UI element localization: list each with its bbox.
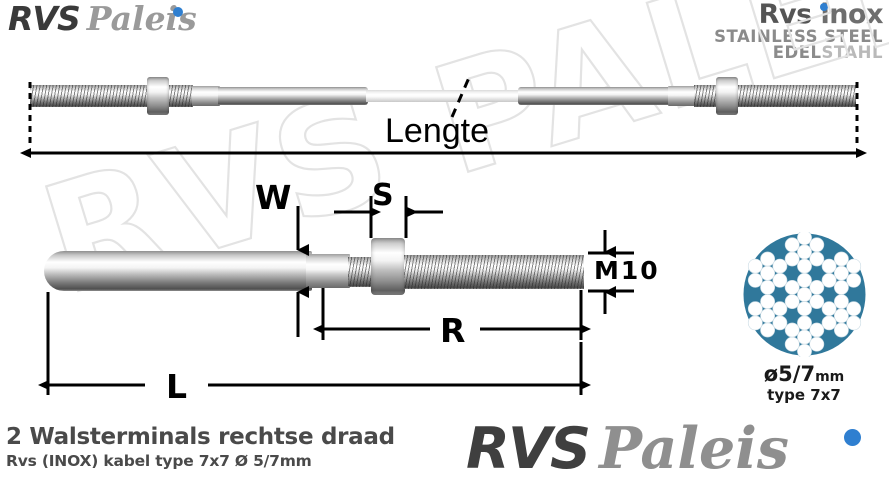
assembly-left-terminal-body — [218, 87, 368, 105]
logo-inox-rvs: Rvs — [758, 0, 812, 30]
assembly-left-thread — [30, 85, 147, 107]
product-subtitle: Rvs (INOX) kabel type 7x7 Ø 5/7mm — [6, 452, 312, 470]
logo-inox-inox: inox — [820, 0, 884, 30]
detail-thread-left — [348, 257, 374, 287]
logo-dot-icon — [173, 7, 183, 17]
assembly-left-sleeve — [192, 86, 220, 106]
assembly-right-hexnut — [716, 77, 738, 115]
cable-diameter-label: ø5/7mm — [729, 362, 879, 387]
cable-cross-section-caption: ø5/7mm type 7x7 — [729, 362, 879, 404]
logo-bottom-paleis: Paleis — [599, 415, 789, 482]
diameter-value: 5/7 — [778, 362, 816, 386]
logo-top-left-rvs: RVS — [8, 0, 81, 38]
assembly-left-hexnut — [147, 77, 169, 115]
dimension-label-s: S — [372, 178, 394, 213]
diameter-unit: mm — [815, 369, 845, 385]
logo-stainless-steel-text: STAINLESS STEEL — [714, 26, 883, 46]
dimension-label-m10: M10 — [594, 256, 660, 285]
product-caption: 2 Walsterminals rechtse draad Rvs (INOX)… — [6, 424, 395, 470]
detail-thread-main — [404, 255, 584, 289]
dimension-label-lengte: Lengte — [385, 112, 489, 150]
detail-hexnut — [371, 238, 405, 295]
assembly-right-terminal-body — [518, 87, 670, 105]
detail-shoulder-sleeve — [306, 254, 350, 288]
dimension-label-w: W — [255, 178, 292, 217]
cable-type-label: type 7x7 — [767, 385, 841, 404]
logo-edelstahl-edel: EDEL — [772, 43, 822, 63]
logo-bottom-dot-icon — [844, 429, 861, 446]
logo-edelstahl-text: EDELSTAHL — [714, 43, 883, 63]
logo-inox-title: Rvs inox — [714, 0, 884, 30]
dimension-label-r: R — [440, 311, 466, 350]
assembly-cable-left — [366, 90, 516, 102]
product-title: 2 Walsterminals rechtse draad — [6, 424, 395, 450]
logo-bottom-rvs: RVS — [466, 416, 591, 482]
assembly-left-thread-short — [169, 85, 193, 107]
detail-swage-socket — [44, 251, 312, 291]
assembly-right-sleeve — [668, 86, 696, 106]
logo-top-right: Rvs inox STAINLESS STEEL EDELSTAHL — [714, 1, 883, 62]
logo-edelstahl-stahl: STAHL — [821, 43, 883, 63]
assembly-right-thread-short — [694, 85, 718, 107]
assembly-cable-right — [500, 90, 522, 102]
dimension-label-l: L — [166, 367, 188, 406]
assembly-right-thread — [738, 85, 856, 107]
diameter-symbol: ø — [763, 362, 779, 386]
cable-cross-section — [742, 230, 867, 359]
logo-inox-dot-icon — [820, 3, 828, 11]
